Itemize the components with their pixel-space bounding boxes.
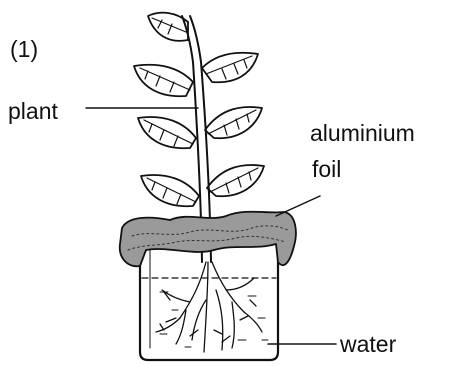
leaf: [134, 65, 193, 96]
leaf: [207, 165, 264, 196]
diagram-number: (1): [10, 38, 38, 61]
leaf: [138, 117, 196, 148]
leaf: [202, 53, 258, 82]
roots: [156, 262, 262, 352]
leaves-right: [202, 53, 264, 196]
foil-leader-line: [276, 196, 320, 216]
leaf: [205, 107, 262, 138]
aluminium-foil-label-line1: aluminium: [310, 122, 415, 145]
water-label: water: [340, 333, 396, 356]
beaker: [140, 238, 278, 360]
aluminium-foil: [120, 212, 296, 267]
plant-label: plant: [8, 100, 58, 123]
leaf: [141, 175, 199, 206]
aluminium-foil-label-line2: foil: [312, 158, 341, 181]
leaf: [148, 13, 188, 41]
